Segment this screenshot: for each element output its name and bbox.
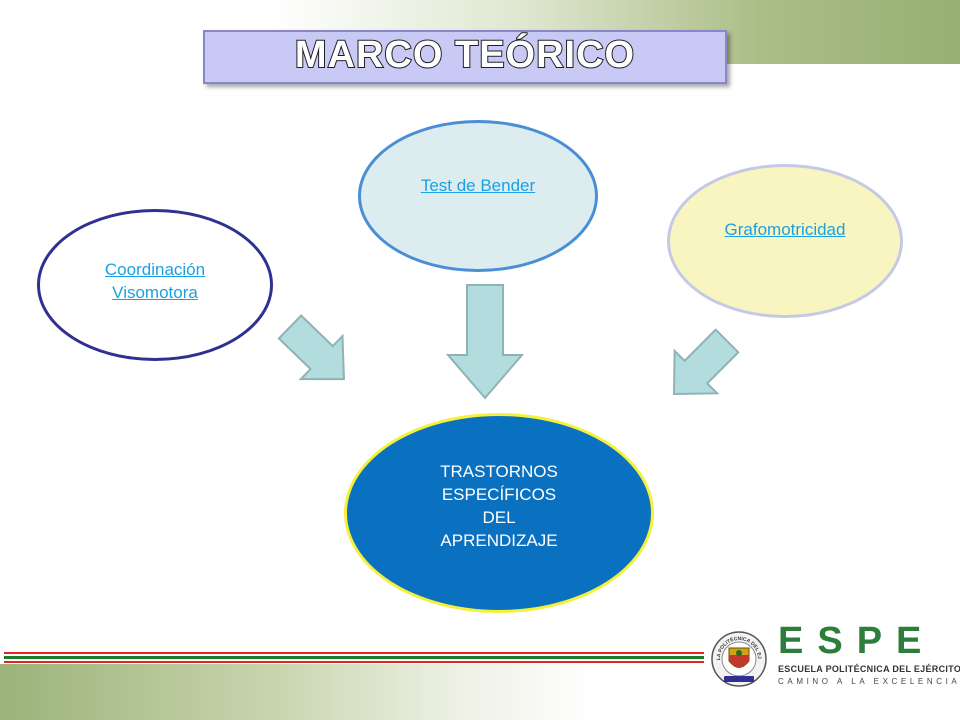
node-coordinacion-line-1[interactable]: Coordinación [104,260,206,279]
stripe-white-top [4,654,704,656]
stripe-white-bottom [4,659,704,661]
node-coordinacion-label[interactable]: Coordinación Visomotora [105,258,205,304]
title-box: MARCO TEÓRICO [203,30,727,84]
stripe-red-top [4,652,704,654]
arrow-diagonal-right [672,328,740,396]
node-test-bender-label[interactable]: Test de Bender [420,175,536,195]
slide-title: MARCO TEÓRICO [295,32,635,76]
espe-seal-icon: ESCUELA POLITÉCNICA DEL EJÉRCITO [710,628,767,687]
node-target-label: TRASTORNOS ESPECÍFICOS DEL APRENDIZAJE [440,460,558,552]
node-coordinacion-visomotora[interactable]: Coordinación Visomotora [37,209,273,361]
node-target-line-1: TRASTORNOS [440,462,558,481]
logo-motto: CAMINO A LA EXCELENCIA [778,677,960,686]
node-test-bender[interactable]: Test de Bender [358,120,598,272]
logo-wordmark: ESPE [778,620,936,662]
node-target-line-4: APRENDIZAJE [440,531,558,550]
title-text-svg: MARCO TEÓRICO [294,31,635,77]
stripe-red-bottom [4,661,704,663]
node-target-line-2: ESPECÍFICOS [441,485,557,504]
node-coordinacion-line-2[interactable]: Visomotora [112,283,198,302]
footer-gradient-band [0,664,960,720]
node-trastornos-aprendizaje: TRASTORNOS ESPECÍFICOS DEL APRENDIZAJE [344,413,654,613]
node-target-line-3: DEL [482,508,516,527]
stripe-green [4,656,704,659]
footer-stripes [4,652,704,664]
node-grafomotricidad-label[interactable]: Grafomotricidad [724,219,846,239]
arrow-down-center [445,284,525,400]
node-grafomotricidad[interactable]: Grafomotricidad [667,164,903,318]
espe-logo: ESCUELA POLITÉCNICA DEL EJÉRCITO ESPE ES… [706,620,960,694]
logo-institution-name: ESCUELA POLITÉCNICA DEL EJÉRCITO [778,664,960,674]
arrow-diagonal-left [277,314,345,381]
